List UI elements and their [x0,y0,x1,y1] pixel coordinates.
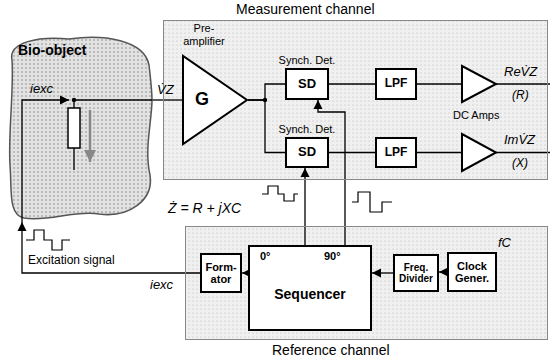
phase-label: 0° [260,250,271,263]
block-caption: Pre-amplifier [176,22,232,47]
block-name: Sequencer [274,287,346,302]
panel-title: Reference channel [272,342,390,358]
preamplifier: Pre-amplifierG [182,55,248,145]
output-label: ImV̇Z [504,133,535,147]
block-name: LPF [385,77,408,90]
channel-panel: Reference channelForm-ator0°90°Sequencer… [185,226,548,340]
connector [329,152,375,153]
divider-box: Freq. Divider [393,254,439,292]
filter-box: LPF [375,68,417,100]
output-label: (X) [512,157,528,170]
connector [22,222,200,273]
block-name: LPF [385,146,408,159]
waveform [352,192,392,212]
waveform [262,186,298,201]
object-title: Bio-object [18,42,86,58]
connector [329,83,375,84]
bio-object-outline [4,30,152,222]
filter-box: LPF [375,137,417,168]
signal-wire [417,83,462,84]
channel-panel: Measurement channelPre-amplifierGSynch. … [163,20,548,180]
signal-wire [417,152,462,153]
connector [439,271,447,272]
block-name: Freq. Divider [395,262,437,284]
output-wire [496,152,550,153]
block-name: SD [298,145,316,159]
block-caption: Synch. Det. [279,54,336,67]
waveform [26,230,70,250]
connector [372,272,393,273]
connector [318,100,345,245]
connector [152,99,182,100]
detector-box: Synch. Det.SD [285,137,329,168]
panel-fill [185,226,548,340]
block-name: Form-ator [204,261,238,285]
signal-label: V̇Z [157,83,174,97]
output-wire [496,83,550,84]
frequency-label: fC [498,236,511,250]
output-label: (R) [512,89,529,102]
amplifier-symbol [462,66,496,102]
block-caption: Synch. Det. [279,123,336,136]
detector-box: Synch. Det.SD [285,68,329,100]
output-label: ReV̇Z [504,65,537,79]
gain-symbol: G [195,89,209,110]
bio-object: Bio-object [4,30,152,222]
panel-title: Measurement channel [236,1,375,17]
phase-label: 90° [324,250,341,263]
formator-box: Form-ator [200,253,242,293]
amplifier-symbol [462,134,496,171]
block-name: SD [298,77,316,91]
clock-box: Clock Gener. [447,252,497,292]
panel-fill [163,20,548,180]
current-label: iexc [30,82,53,96]
current-label: iexc [150,278,173,292]
signal-label: Excitation signal [28,254,115,267]
block-name: Clock Gener. [449,260,495,284]
amplifier-symbol [182,55,248,145]
block-caption: DC Amps [453,109,499,121]
impedance-formula: Ż = R + jXC [168,201,241,216]
connector [248,84,285,100]
sequencer-box: 0° 90° Sequencer [248,245,372,331]
